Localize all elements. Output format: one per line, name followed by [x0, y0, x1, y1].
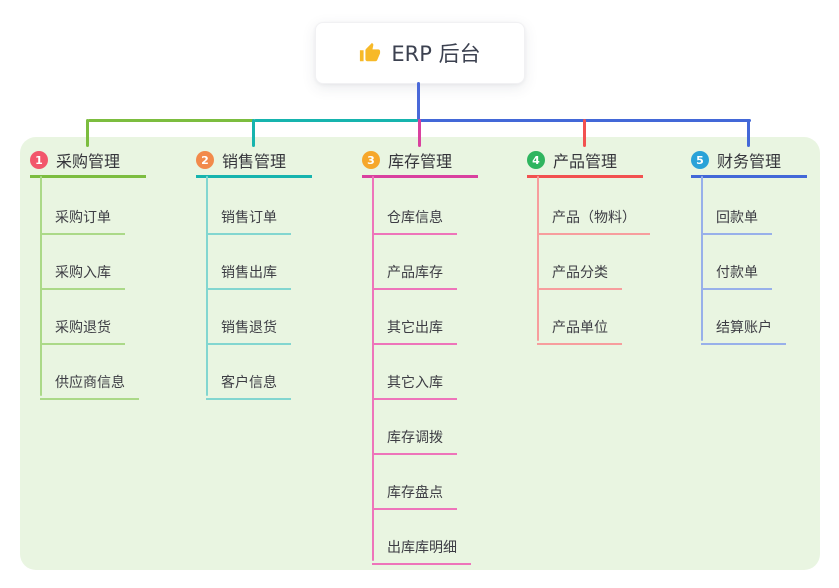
branch-drop-line	[86, 119, 89, 147]
child-node[interactable]: 付款单	[701, 256, 772, 290]
branch-node-2[interactable]: 2 销售管理	[196, 147, 312, 178]
branch-number-badge: 3	[362, 151, 380, 169]
branch-node-5[interactable]: 5 财务管理	[691, 147, 807, 178]
child-node[interactable]: 其它入库	[372, 366, 457, 400]
branch-title: 库存管理	[388, 152, 453, 171]
branch-node-3[interactable]: 3 库存管理	[362, 147, 478, 178]
child-node[interactable]: 结算账户	[701, 311, 786, 345]
child-spine-line	[701, 176, 703, 341]
branch-number-badge: 5	[691, 151, 709, 169]
child-spine-line	[372, 176, 374, 561]
branch-drop-line	[747, 119, 750, 147]
child-node[interactable]: 采购入库	[40, 256, 125, 290]
child-spine-line	[40, 176, 42, 396]
thumbs-up-icon	[359, 42, 381, 64]
branch-drop-line	[252, 119, 255, 147]
root-node-erp[interactable]: ERP 后台	[315, 22, 525, 84]
child-node[interactable]: 产品分类	[537, 256, 622, 290]
child-node[interactable]: 产品（物料）	[537, 201, 650, 235]
child-node[interactable]: 仓库信息	[372, 201, 457, 235]
child-node[interactable]: 供应商信息	[40, 366, 139, 400]
child-node[interactable]: 回款单	[701, 201, 772, 235]
branch-number-badge: 4	[527, 151, 545, 169]
branch-number-badge: 2	[196, 151, 214, 169]
branch-title: 产品管理	[553, 152, 618, 171]
child-node[interactable]: 产品库存	[372, 256, 457, 290]
child-node[interactable]: 产品单位	[537, 311, 622, 345]
root-connector-line	[417, 82, 420, 122]
child-node[interactable]: 销售订单	[206, 201, 291, 235]
child-node[interactable]: 库存盘点	[372, 476, 457, 510]
branch-title: 财务管理	[717, 152, 782, 171]
child-node[interactable]: 采购订单	[40, 201, 125, 235]
connector-bar-segment	[254, 119, 418, 122]
branch-drop-line	[418, 119, 421, 147]
child-node[interactable]: 出库库明细	[372, 531, 471, 565]
branches-panel	[20, 137, 820, 570]
root-title: ERP 后台	[391, 42, 481, 66]
branch-drop-line	[583, 119, 586, 147]
child-node[interactable]: 销售出库	[206, 256, 291, 290]
child-node[interactable]: 销售退货	[206, 311, 291, 345]
branch-title: 销售管理	[222, 152, 287, 171]
connector-bar-segment	[88, 119, 254, 122]
child-spine-line	[206, 176, 208, 396]
branch-number-badge: 1	[30, 151, 48, 169]
child-node[interactable]: 采购退货	[40, 311, 125, 345]
child-spine-line	[537, 176, 539, 341]
child-node[interactable]: 客户信息	[206, 366, 291, 400]
branch-node-4[interactable]: 4 产品管理	[527, 147, 643, 178]
branch-title: 采购管理	[56, 152, 121, 171]
child-node[interactable]: 库存调拨	[372, 421, 457, 455]
child-node[interactable]: 其它出库	[372, 311, 457, 345]
branch-node-1[interactable]: 1 采购管理	[30, 147, 146, 178]
